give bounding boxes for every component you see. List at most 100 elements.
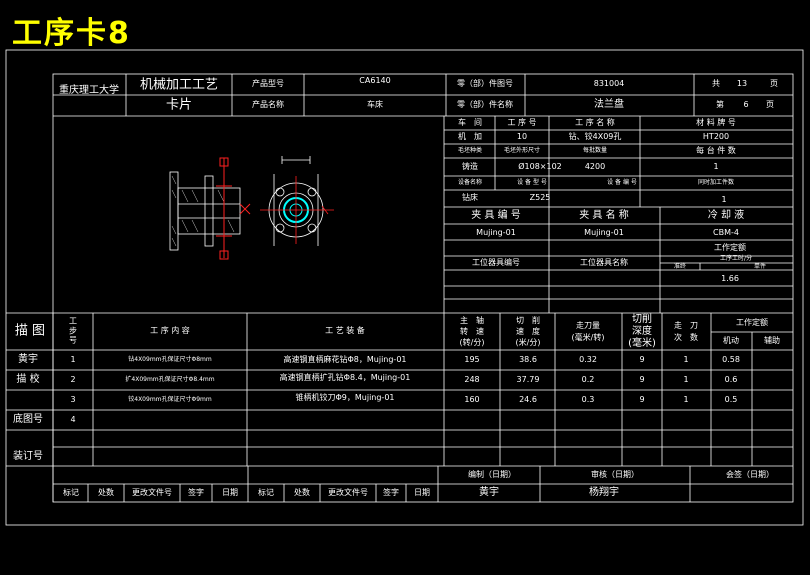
blank-size: Ø108×102 [518,162,562,171]
equip-row3: 锥柄机铰刀Φ9，Mujing-01 [295,393,395,402]
product-model: CA6140 [359,76,391,85]
footer-mark-1: 标记 [63,488,79,497]
feed-label-1: 走刀量 [576,321,600,330]
product-name-label: 产品名称 [252,100,284,109]
step-row3: 3 [70,395,76,404]
step-row2: 2 [70,375,76,384]
feed-row2: 0.2 [581,375,595,384]
step-row4: 4 [70,415,76,424]
equip-name-label: 设备名称 [457,179,483,186]
material: HT200 [702,132,730,141]
quota-unit-label: 单件 [753,263,767,270]
footer-mark-2: 标记 [258,488,274,497]
material-label: 材 料 牌 号 [696,118,736,127]
station-tool-name-label: 工位器具名称 [580,258,628,267]
op-name-label: 工 序 名 称 [575,118,615,127]
station-tool-no-label: 工位器具编号 [472,258,520,267]
side-label-row2: 描 校 [16,374,40,385]
blank-count-label: 每批数量 [582,147,608,154]
depth-row3: 9 [639,395,645,404]
drawing-label: 描 图 [14,323,46,339]
equip-row2: 高速钢直柄扩孔钻Φ8.4，Mujing-01 [279,373,411,382]
op-no: 10 [516,132,528,141]
footer-sign-2: 签字 [383,488,399,497]
side-label-row4: 底图号 [13,414,43,425]
part-number-label: 零（部）件图号 [457,79,513,88]
parts-per-blank-label: 每 台 件 数 [696,146,736,155]
machine-row1: 0.58 [722,355,740,364]
part-name: 法兰盘 [594,99,624,110]
quota-setup-label: 准终 [673,263,687,270]
footer-sign-1: 签字 [188,488,204,497]
fixture-no-label: 夹 具 编 号 [471,210,521,221]
content-row1: 钻4X09mm孔保证尺寸Φ8mm [128,356,212,363]
equip-model-label: 设 备 型 号 [517,179,547,186]
sheet-no-label: 第 [716,100,724,109]
unit-time: 1.66 [721,274,739,283]
step-label: 工步号 [69,316,77,345]
content-row2: 扩4X09mm孔保证尺寸Φ8.4mm [125,376,215,383]
depth-row1: 9 [639,355,645,364]
part-name-label: 零（部）件名称 [457,100,513,109]
card-title-line2: 卡片 [165,97,193,113]
total-pages-unit: 页 [770,79,778,88]
cut-speed-label-1: 切 削 [516,316,540,325]
cut-row1: 38.6 [519,355,537,364]
blank-size-label: 毛坯外形尺寸 [503,147,541,154]
speed-row3: 160 [464,395,480,404]
quota-sub-label: 工序工时/分 [719,255,753,262]
quota-label: 工作定额 [736,318,768,327]
cut-speed-label-2: 速 度 [516,327,540,336]
op-name: 钻、铰4X09孔 [568,132,622,141]
coolant-label: 冷 却 液 [707,210,745,221]
compiler-name: 黄宇 [479,487,499,498]
footer-change-doc-1: 更改文件号 [132,488,172,497]
spindle-label-3: (转/分) [459,338,485,347]
parts-per-blank: 1 [713,162,719,171]
feed-row3: 0.3 [581,395,595,404]
side-label-row1: 黄宇 [18,354,38,365]
product-model-label: 产品型号 [252,79,284,88]
fixture-name: Mujing-01 [584,228,624,237]
equip-row1: 高速钢直柄麻花钻Φ8，Mujing-01 [283,355,407,364]
fixture-no: Mujing-01 [476,228,516,237]
total-pages-label: 共 [712,79,720,88]
op-no-label: 工 序 号 [507,118,537,127]
workshop: 机 加 [458,132,482,141]
depth-label-3: (毫米) [628,338,656,349]
speed-row2: 248 [464,375,480,384]
binding-label: 装订号 [13,451,43,462]
card-title-line1: 机械加工工艺 [139,77,219,93]
feed-row1: 0.32 [579,355,597,364]
reviewer-name: 杨翔宇 [589,487,619,498]
aux-label: 辅助 [764,336,780,345]
spindle-label-1: 主 轴 [460,316,484,325]
blank-type: 铸造 [462,162,478,171]
step-row1: 1 [70,355,76,364]
machine-label: 机动 [723,336,739,345]
review-label: 审核（日期） [591,470,639,479]
passes-row2: 1 [683,375,689,384]
cut-row2: 37.79 [516,375,540,384]
machine-row2: 0.6 [724,375,738,384]
equipment-label: 工 艺 装 备 [325,326,365,335]
equip-model: Z525 [529,193,551,202]
school-name: 重庆理工大学 [59,85,119,96]
passes-row1: 1 [683,355,689,364]
sheet-no: 6 [743,100,749,109]
speed-row1: 195 [464,355,480,364]
depth-label-2: 深度 [632,326,652,337]
blank-type-label: 毛坯种类 [457,147,483,154]
depth-label-1: 切削 [632,314,652,325]
sign-label: 会签（日期） [726,470,774,479]
workshop-label: 车 间 [458,118,482,127]
footer-change-doc-2: 更改文件号 [328,488,368,497]
part-number: 831004 [593,79,625,88]
equip-name: 钻床 [462,193,478,202]
concurrent: 1 [721,195,727,204]
passes-label-1: 走 刀 [674,321,698,330]
footer-date-2: 日期 [414,488,430,497]
equip-no-label: 设 备 编 号 [607,179,637,186]
concurrent-label: 同时加工件数 [697,179,735,186]
cut-speed-label-3: (米/分) [515,338,541,347]
